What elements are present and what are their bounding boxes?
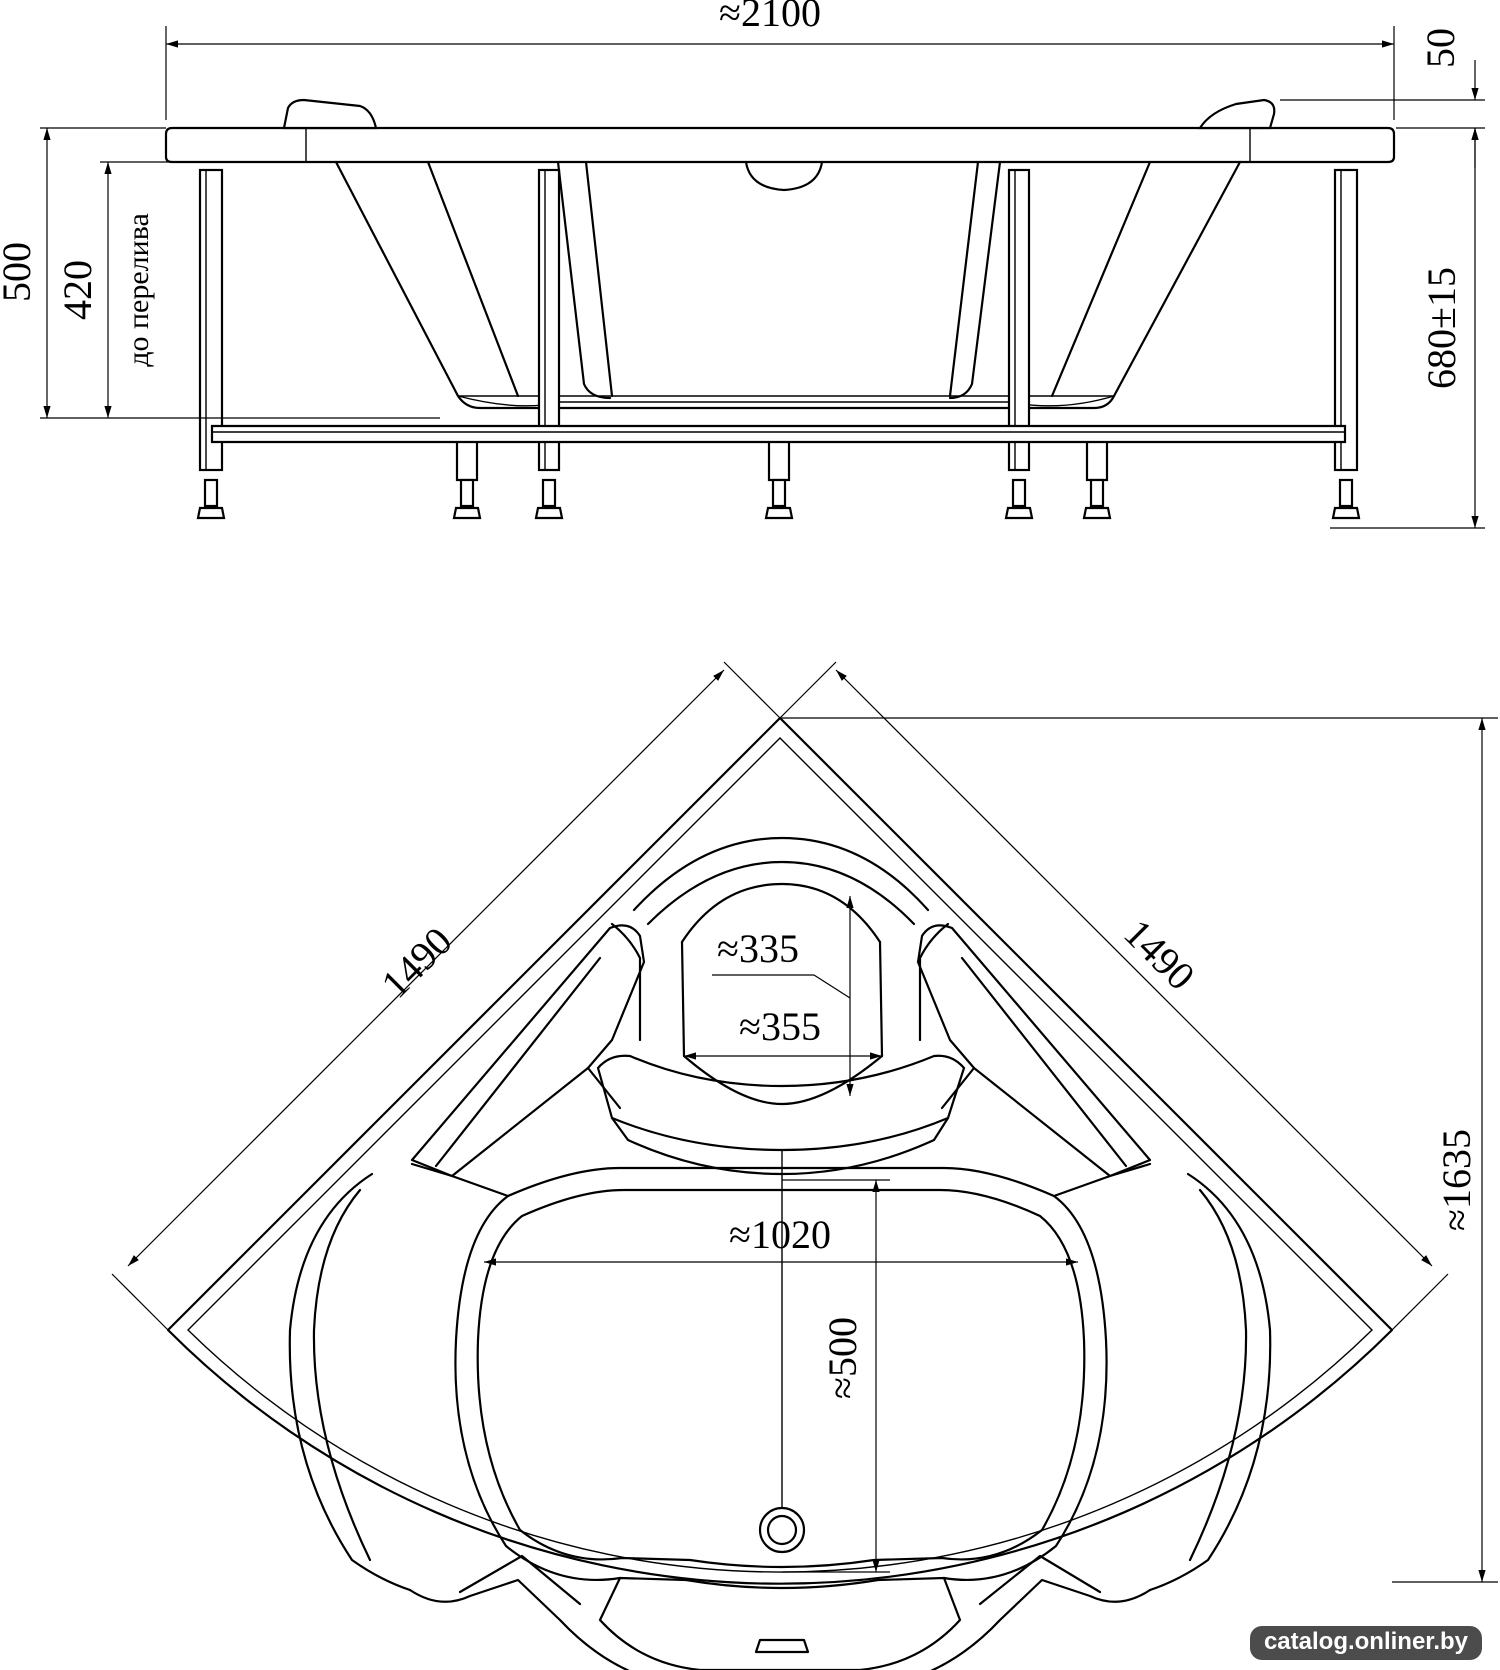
right-armrest	[916, 924, 1152, 1178]
diagonal-label: ≈1635	[1434, 1129, 1479, 1231]
overflow-height-label: 420	[55, 260, 100, 320]
seat-width-label: ≈355	[739, 1004, 821, 1049]
frame-legs	[198, 168, 1359, 482]
overflow-caption: до перелива	[122, 213, 155, 367]
left-headrest	[282, 98, 378, 130]
side-a-label: 1490	[372, 918, 460, 1006]
left-lobe	[288, 1162, 1152, 1670]
drain-inner	[766, 1514, 798, 1546]
front-step	[598, 1576, 962, 1670]
outer-contour	[166, 716, 1394, 1585]
headrest-step	[596, 1054, 966, 1176]
side-dimensions	[40, 26, 1485, 529]
inner-rim-contour	[187, 737, 1373, 1573]
watermark: catalog.onliner.by	[1249, 1626, 1482, 1660]
top-view: 1490 1490 ≈1635 ≈335 ≈355 ≈1020 ≈500	[111, 661, 1498, 1670]
tub-body	[334, 160, 1242, 410]
adjustable-feet	[196, 478, 1361, 520]
seat-alcove	[610, 836, 950, 1106]
bowl-depth-label: ≈500	[820, 1317, 865, 1399]
drain-outer	[758, 1506, 806, 1554]
base-frame	[210, 424, 1347, 444]
right-lobe	[978, 1162, 1272, 1606]
right-headrest	[1198, 98, 1276, 130]
side-b-label: 1490	[1115, 910, 1203, 998]
seat-depth-label: ≈335	[717, 926, 799, 971]
overflow-cutout	[744, 160, 824, 192]
top-dimensions	[111, 661, 1498, 1583]
rim-dimension-label: 50	[1418, 28, 1463, 68]
width-dimension-label: ≈2100	[719, 0, 821, 35]
rim	[164, 126, 1396, 164]
side-view: ≈2100 50 680±15 500 420 до перелива	[0, 0, 1485, 529]
bowl-width-label: ≈1020	[729, 1212, 831, 1257]
height-dimension-label: 500	[0, 242, 39, 302]
total-height-label: 680±15	[1419, 267, 1464, 389]
